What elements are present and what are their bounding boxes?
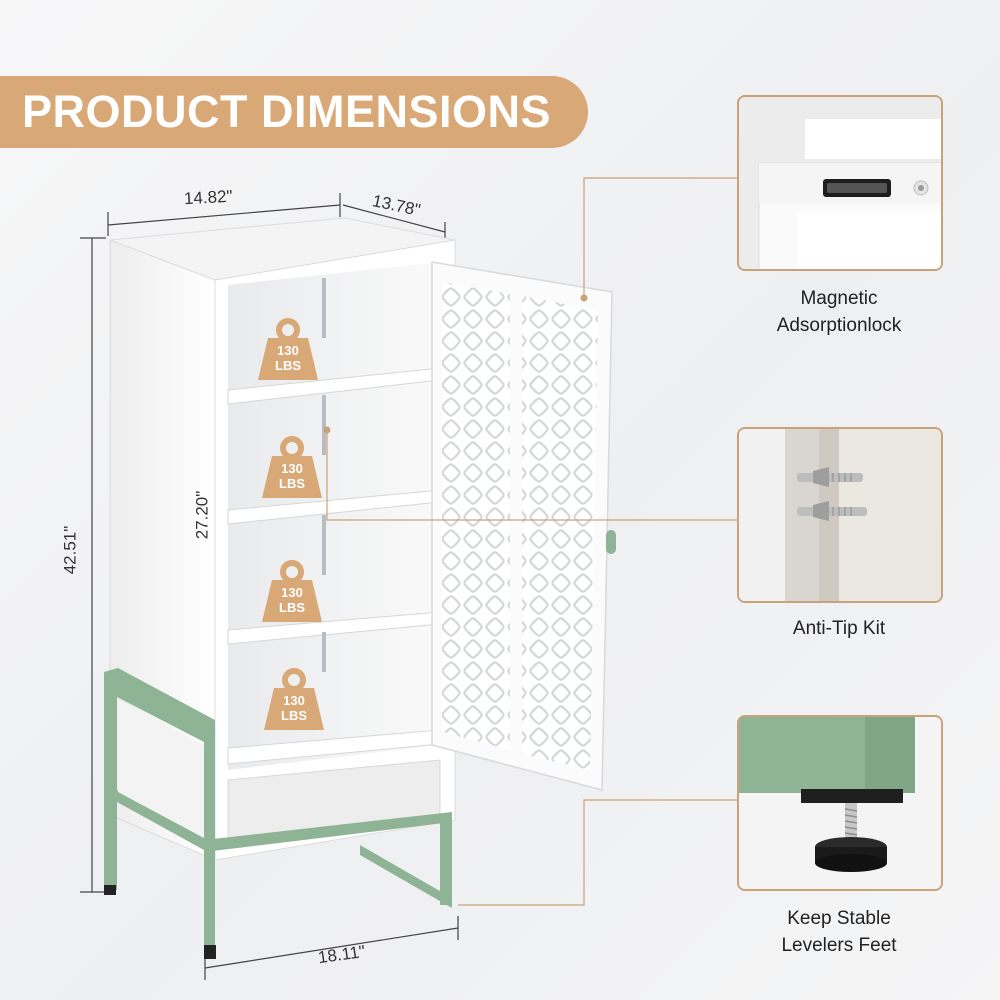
kettlebell-icon bbox=[264, 668, 324, 730]
cabinet-door bbox=[431, 261, 613, 791]
levelers-feet-image bbox=[737, 715, 943, 891]
title-banner: PRODUCT DIMENSIONS bbox=[0, 76, 588, 148]
dimension-depth: 13.78" bbox=[370, 191, 423, 220]
magnetic-lock-image bbox=[737, 95, 943, 271]
kettlebell-icon bbox=[262, 436, 322, 498]
bottom-compartment bbox=[227, 759, 441, 841]
anti-tip-kit-image bbox=[737, 427, 943, 603]
dimension-height: 42.51" bbox=[60, 525, 80, 575]
wall-anchor-point bbox=[323, 426, 331, 434]
door-magnet bbox=[580, 294, 588, 302]
kettlebell-icon bbox=[258, 318, 318, 380]
weight-tag-shelf-4: 130 LBS bbox=[264, 668, 324, 730]
magnetic-lock-caption: Magnetic Adsorptionlock bbox=[776, 288, 902, 336]
anti-tip-kit-caption: Anti-Tip Kit bbox=[792, 618, 886, 639]
page-title: PRODUCT DIMENSIONS bbox=[22, 86, 552, 137]
dimension-cabinet-height: 27.20" bbox=[192, 490, 212, 540]
cabinet-top bbox=[109, 217, 456, 281]
cabinet-side bbox=[109, 239, 216, 861]
door-lattice-right bbox=[522, 296, 598, 770]
green-frame-back bbox=[350, 735, 452, 908]
shelves bbox=[227, 367, 441, 765]
levelers-feet-caption: Keep Stable Levelers Feet bbox=[781, 908, 897, 956]
door-lattice-left bbox=[442, 282, 510, 750]
shelf-rails bbox=[322, 278, 326, 672]
dimension-width: 14.82" bbox=[183, 186, 234, 209]
weight-tag-shelf-1: 130 LBS bbox=[258, 318, 318, 380]
weight-tag-shelf-3: 130 LBS bbox=[262, 560, 322, 622]
cabinet-front bbox=[214, 239, 456, 861]
callout-lines bbox=[326, 177, 737, 906]
kettlebell-icon bbox=[262, 560, 322, 622]
dimension-base-width: 18.11" bbox=[316, 941, 367, 968]
weight-tag-shelf-2: 130 LBS bbox=[262, 436, 322, 498]
